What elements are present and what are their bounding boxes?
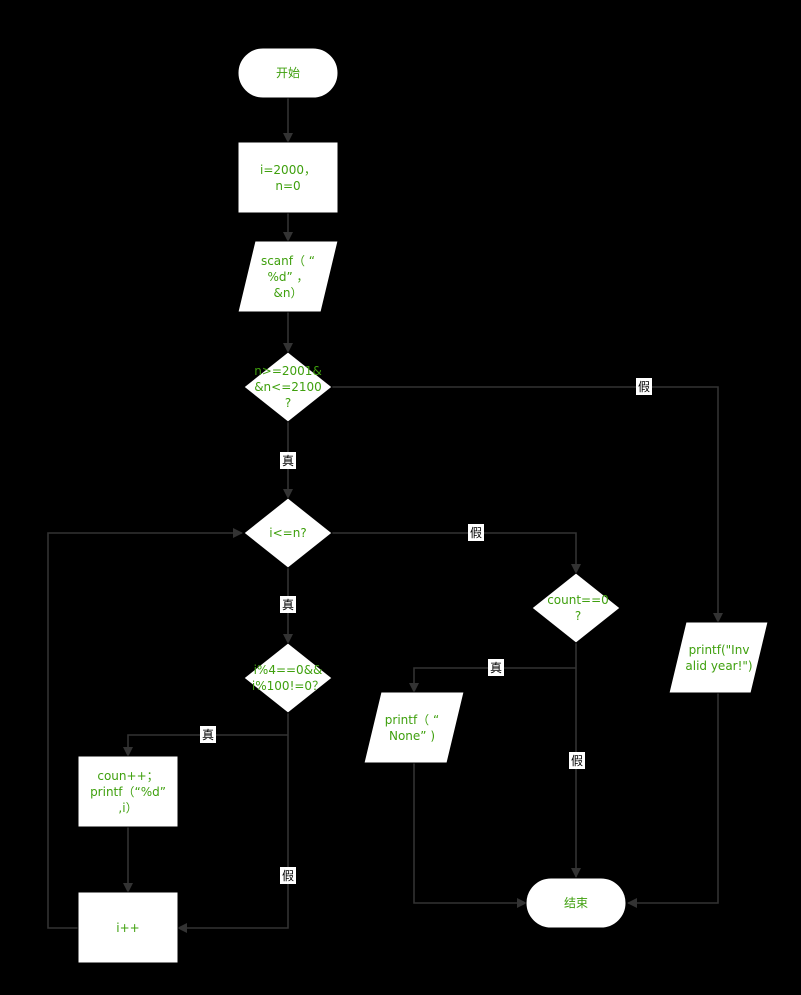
edge-labels: 假 真 假 真 真 假 真 假 — [200, 378, 652, 884]
node-text-line: None” ) — [389, 729, 435, 743]
svg-text:假: 假 — [470, 526, 482, 540]
node-count0-text: count==0? — [547, 593, 609, 623]
node-text-line: scanf（ “ — [261, 254, 315, 268]
edge-label-range-true: 真 — [280, 452, 296, 469]
node-start — [237, 47, 339, 99]
node-text-line: ? — [575, 609, 581, 623]
node-inc-text: i++ — [116, 921, 139, 935]
node-loop — [243, 497, 333, 569]
node-inc — [77, 891, 179, 964]
svg-text:假: 假 — [282, 869, 294, 883]
edge-none-end — [413, 763, 527, 908]
node-countp — [77, 755, 179, 828]
svg-text:假: 假 — [571, 754, 583, 768]
edge-label-loop-true: 真 — [280, 596, 296, 613]
node-scanf — [237, 240, 339, 313]
node-leap — [243, 642, 333, 714]
node-text-line: n>=2001& — [254, 364, 322, 378]
node-text-line: i%100!=0？ — [252, 679, 324, 693]
node-text-line: &n） — [274, 286, 303, 300]
edge-invalid-end — [627, 693, 719, 908]
nodes — [77, 47, 769, 964]
node-countp-text: coun++； printf（“%d” ,i） — [90, 769, 166, 815]
edges — [47, 98, 723, 933]
svg-text:真: 真 — [282, 454, 294, 468]
edge-inc-loop — [47, 528, 243, 929]
node-text-line: &n<=2100 — [254, 380, 322, 394]
node-count0 — [531, 572, 621, 644]
node-texts: 开始 i=2000， n=0 scanf（ “ %d” ， &n） n>=2001& &… — [90, 66, 753, 935]
edge-leap-countp — [123, 734, 288, 757]
node-text-line: 结束 — [564, 896, 588, 910]
node-range-text: n>=2001& &n<=2100? — [254, 364, 322, 410]
node-text-line: printf("Inv — [689, 643, 750, 657]
node-start-text: 开始 — [276, 66, 300, 80]
node-end-text: 结束 — [564, 896, 588, 910]
node-leap-text: i%4==0&& i%100!=0？ — [252, 663, 324, 693]
node-range — [243, 351, 333, 423]
node-init — [237, 141, 339, 214]
node-scanf-text: scanf（ “ %d” ， &n） — [261, 254, 315, 300]
node-init-text: i=2000， n=0 — [260, 163, 316, 193]
node-text-line: i%4==0&& — [254, 663, 323, 677]
edge-range-invalid — [332, 386, 723, 623]
node-none-text: printf（ “ None” ) — [385, 713, 439, 743]
edge-label-range-false: 假 — [636, 378, 652, 395]
node-text-line: n=0 — [275, 179, 300, 193]
node-text-line: ,i） — [118, 801, 137, 815]
node-text-line: 开始 — [276, 66, 300, 80]
node-text-line: printf（ “ — [385, 713, 439, 727]
node-text-line: %d” ， — [267, 270, 308, 284]
node-loop-text: i<=n? — [269, 526, 306, 540]
edge-label-count0-false: 假 — [569, 752, 585, 769]
edge-loop-count0 — [332, 532, 581, 574]
node-invalid — [668, 621, 769, 694]
node-none — [363, 691, 465, 764]
edge-label-loop-false: 假 — [468, 524, 484, 541]
edge-label-leap-true: 真 — [200, 726, 216, 743]
node-text-line: coun++； — [97, 769, 158, 783]
node-text-line: alid year!") — [685, 659, 752, 673]
node-text-line: i=2000， — [260, 163, 316, 177]
node-text-line: ? — [285, 396, 291, 410]
node-text-line: i<=n? — [269, 526, 306, 540]
node-text-line: count==0 — [547, 593, 609, 607]
node-text-line: i++ — [116, 921, 139, 935]
edge-label-leap-false: 假 — [280, 867, 296, 884]
edge-label-count0-true: 真 — [488, 659, 504, 676]
node-text-line: printf（“%d” — [90, 785, 166, 799]
svg-text:假: 假 — [638, 380, 650, 394]
svg-text:真: 真 — [282, 598, 294, 612]
edge-leap-inc — [177, 713, 289, 933]
node-invalid-text: printf("Inv alid year!") — [685, 643, 752, 673]
edge-count0-none — [409, 667, 576, 693]
svg-text:真: 真 — [490, 661, 502, 675]
node-end — [525, 877, 627, 929]
svg-text:真: 真 — [202, 728, 214, 742]
